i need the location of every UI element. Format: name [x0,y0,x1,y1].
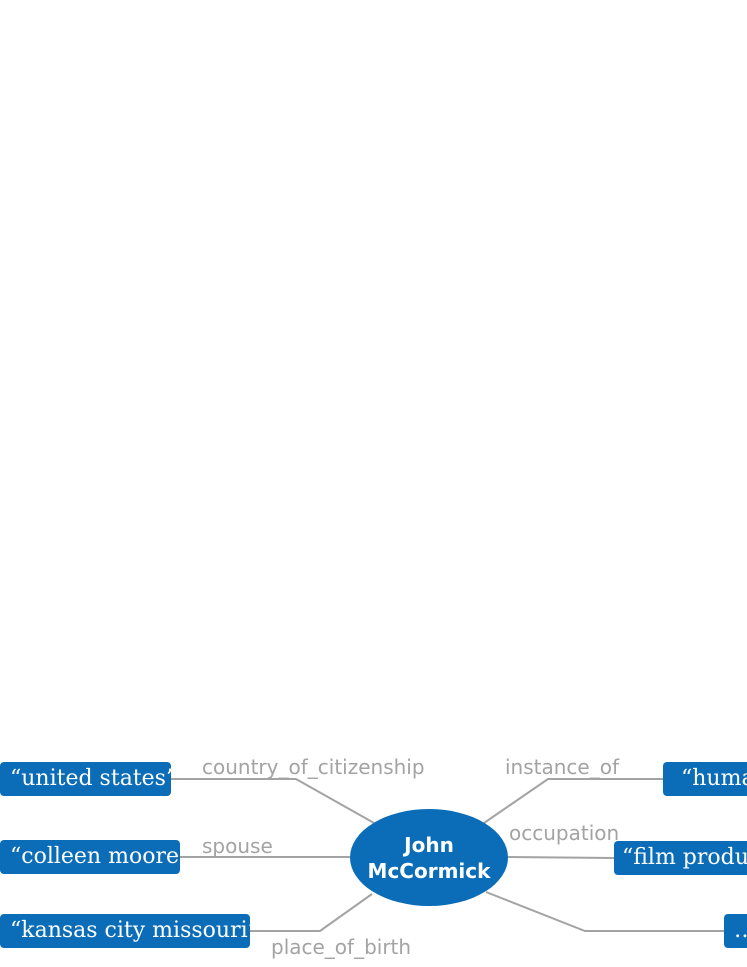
edge-place-of-birth [250,893,373,932]
center-entity-line2: McCormick [367,858,491,883]
node-film-producer[interactable]: “film producer” [614,841,747,875]
center-entity[interactable]: John McCormick [350,809,508,906]
label-country-of-citizenship: country_of_citizenship [202,755,425,779]
edge-instance-of [483,778,663,824]
edge-more [485,891,724,932]
label-place-of-birth: place_of_birth [271,935,412,959]
node-colleen-moore[interactable]: “colleen moore” [0,840,180,874]
node-united-states[interactable]: “united states” [0,762,171,796]
center-entity-line1: John [404,832,454,857]
node-human[interactable]: “human” [663,762,747,796]
edge-country-of-citizenship [171,778,375,824]
label-spouse: spouse [202,834,273,858]
node-kansas-city-missouri[interactable]: “kansas city missouri” [0,914,250,948]
label-occupation: occupation [509,821,620,845]
edge-occupation [507,856,615,859]
node-more[interactable]: … [724,914,747,948]
label-instance-of: instance_of [505,755,620,779]
